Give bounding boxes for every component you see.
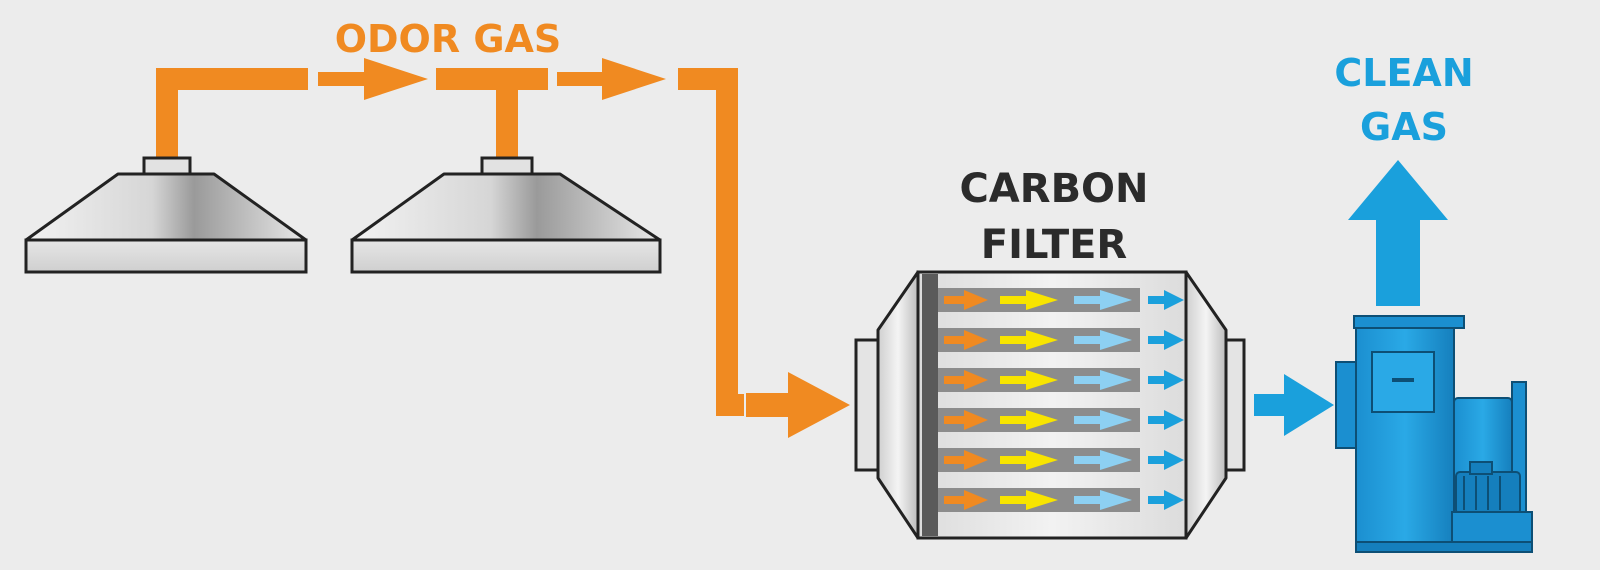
arrow-icon: [944, 290, 1184, 310]
arrow-icon: [944, 490, 1184, 510]
filter-flow-arrows: [944, 290, 1184, 510]
clean-gas-label-line1: CLEAN: [1334, 51, 1473, 95]
arrow-icon: [944, 410, 1184, 430]
arrow-icon: [746, 372, 850, 438]
pipe-icon: [496, 68, 518, 164]
arrow-icon: [1348, 160, 1448, 306]
arrow-icon: [944, 330, 1184, 350]
arrow-icon: [1254, 374, 1334, 436]
arrow-icon: [944, 370, 1184, 390]
pipe-icon: [716, 394, 744, 416]
pipe-icon: [436, 68, 548, 90]
carbon-filter-label-line1: CARBON: [959, 166, 1148, 212]
fan-blower-icon: [1335, 315, 1533, 553]
pipe-icon: [156, 68, 308, 90]
carbon-filter-label-line2: FILTER: [981, 222, 1127, 268]
arrow-icon: [557, 58, 666, 100]
hood-icon: [350, 156, 662, 274]
odor-gas-label: ODOR GAS: [335, 17, 562, 61]
pipe-icon: [156, 68, 178, 164]
pipe-icon: [716, 68, 738, 416]
arrow-icon: [318, 58, 428, 100]
carbon-filter-icon: [854, 270, 1246, 540]
odor-duct: [156, 58, 850, 438]
clean-gas-label-line2: GAS: [1360, 105, 1448, 149]
hood-icon: [24, 156, 308, 274]
arrow-icon: [944, 450, 1184, 470]
